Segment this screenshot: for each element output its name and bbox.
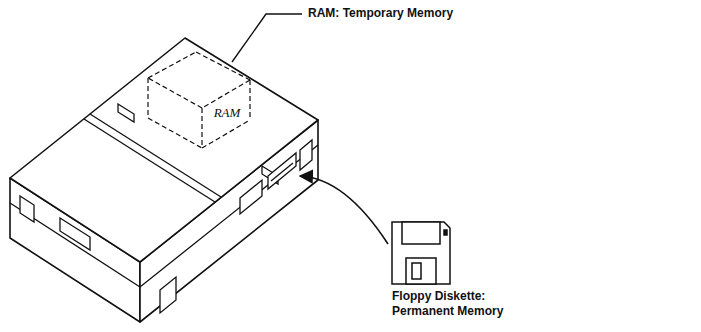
floppy-window xyxy=(412,263,421,279)
dashed-edge xyxy=(147,78,148,118)
dashed-edge xyxy=(202,120,250,148)
floppy-body xyxy=(392,222,450,284)
foot xyxy=(160,277,176,313)
floppy-label-area xyxy=(402,222,440,244)
part-label: Floppy Diskette: Permanent Memory xyxy=(392,289,512,319)
floppy-diskette xyxy=(392,222,450,284)
part-label: RAM: Temporary Memory xyxy=(308,6,508,21)
lid-seam xyxy=(10,145,318,287)
port xyxy=(240,180,262,214)
insert-arrow xyxy=(300,176,388,244)
hinge-tab xyxy=(118,104,134,122)
laptop-top-face xyxy=(10,38,318,262)
leader-line xyxy=(232,14,302,62)
drive-slot xyxy=(268,153,296,189)
latch xyxy=(60,218,90,250)
dashed-edge xyxy=(148,52,196,78)
chip-label: RAM xyxy=(214,105,241,121)
write-protect xyxy=(444,230,447,235)
drive-slot-line xyxy=(271,163,293,181)
dashed-edge xyxy=(202,80,250,108)
latch xyxy=(20,196,34,222)
floppy-shutter xyxy=(406,258,436,284)
dashed-edge xyxy=(148,78,202,108)
dashed-edge xyxy=(249,80,250,120)
port xyxy=(300,140,312,170)
dashed-edge xyxy=(201,108,202,148)
dashed-edge xyxy=(196,52,250,80)
hinge-line xyxy=(90,114,221,197)
ram-chip-box: RAM xyxy=(140,40,260,150)
hinge-line xyxy=(84,119,215,202)
ram-dashed-outline xyxy=(140,40,260,150)
dashed-edge xyxy=(148,118,202,148)
